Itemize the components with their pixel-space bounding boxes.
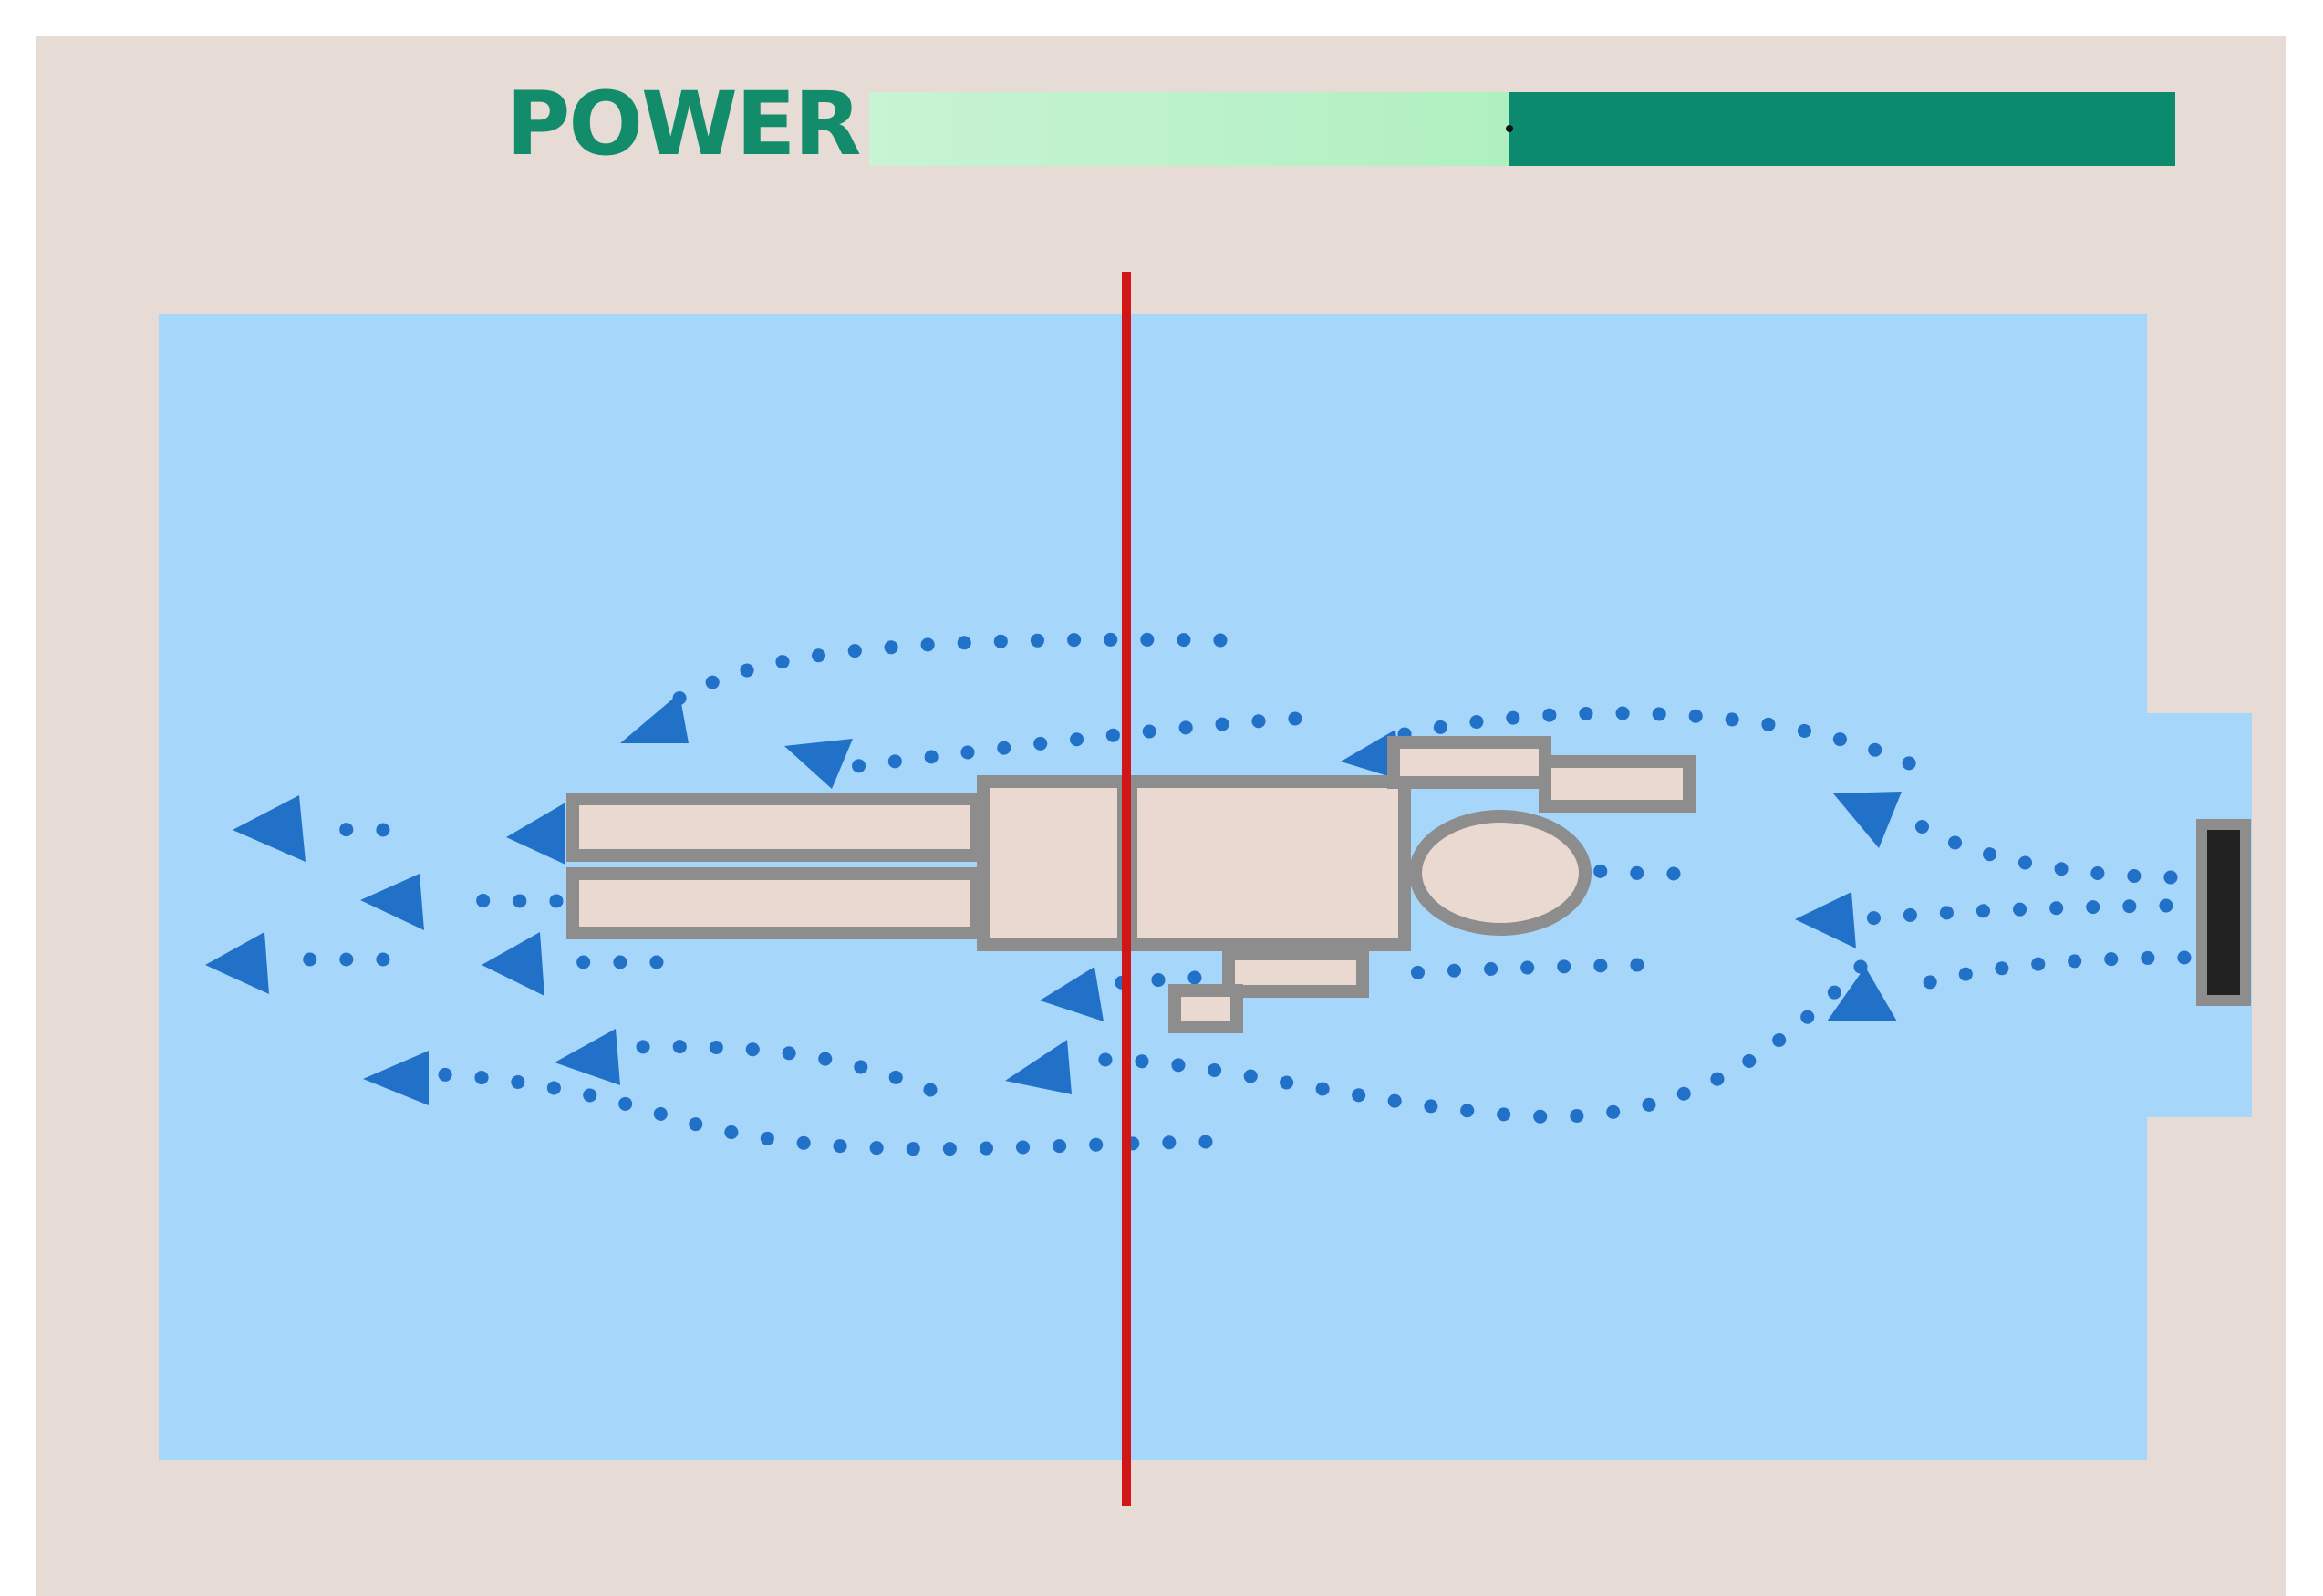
flow-path-right-upper — [1913, 818, 2178, 885]
arrowhead-icon — [620, 693, 689, 743]
flow-path-top-right — [1397, 706, 1923, 773]
power-meter-marker — [1505, 125, 1513, 132]
flow-path-lower-arc — [430, 1067, 1213, 1156]
vessel-lower-tube — [566, 867, 982, 939]
arrowhead-icon — [506, 803, 565, 865]
vessel-top-fin — [1387, 736, 1551, 789]
vessel-bottom-fin — [1222, 948, 1369, 998]
flow-path-lower-inner — [631, 1040, 938, 1097]
arrowhead-icon — [1005, 1040, 1072, 1094]
flow-paths — [285, 632, 2192, 1156]
vessel-main-block — [1125, 775, 1411, 951]
vessel-bottom-nub — [1168, 984, 1243, 1033]
flow-path-upper-arc — [648, 632, 1228, 723]
arrowhead-icon — [205, 932, 269, 994]
flow-path-right-lower — [1913, 950, 2192, 992]
arrowhead-icon — [784, 739, 853, 789]
arrowhead-icon — [482, 932, 544, 996]
thruster-core — [2207, 830, 2240, 995]
flow-path-lower-right — [1087, 959, 1868, 1124]
vessel-center-block — [977, 775, 1130, 951]
arrowhead-icon — [1040, 967, 1104, 1021]
flow-arrowheads — [205, 693, 1902, 1105]
arrowhead-icon — [360, 874, 424, 930]
vessel-top-barrel — [1539, 755, 1696, 813]
arrowhead-icon — [363, 1051, 429, 1105]
flow-path-mid-right — [1388, 958, 1644, 981]
arrowhead-icon — [555, 1029, 620, 1085]
vessel-dome — [1409, 810, 1592, 936]
arrowhead-icon — [1833, 792, 1902, 848]
red-center-line — [1122, 272, 1131, 1506]
power-label: POWER — [506, 73, 861, 175]
arrowhead-icon — [1341, 730, 1400, 780]
arrowhead-icon — [1827, 967, 1897, 1021]
flow-path-left-1 — [312, 821, 390, 837]
arrowhead-icon — [233, 795, 306, 862]
power-meter-fill — [869, 92, 1509, 166]
power-meter — [869, 92, 2175, 166]
arrowhead-icon — [1795, 892, 1856, 948]
vessel-upper-tube — [566, 793, 982, 862]
submarine-model — [566, 736, 1696, 1033]
flow-path-ellipse-right — [1589, 864, 1681, 881]
